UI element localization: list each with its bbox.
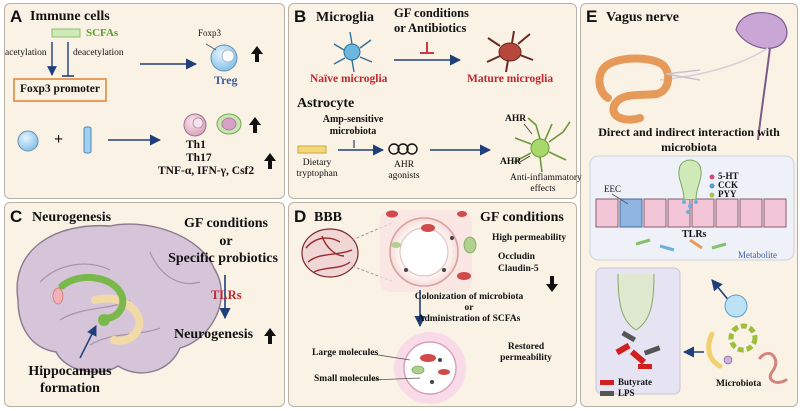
deacetylation-label: deacetylation	[73, 48, 124, 58]
colonization-line3: Administration of SCFAs	[417, 314, 521, 324]
acetylation-label: acetylation	[5, 48, 47, 58]
or-label: or	[219, 234, 233, 249]
gut-icon	[595, 54, 673, 124]
vagal-ending-box	[595, 267, 681, 396]
astrocyte-title: Astrocyte	[297, 96, 355, 111]
bbb-brain-icon	[301, 228, 359, 278]
legend-lps-swatch	[600, 391, 614, 396]
dietary-tryptophan-line2: tryptophan	[296, 169, 338, 179]
dietary-tryptophan-icon	[297, 145, 327, 154]
naive-t-cell-icon	[17, 130, 39, 152]
th1-label: Th1	[186, 139, 206, 151]
tlrs-e-label: TLRs	[682, 229, 707, 240]
ahr-agonists-line2: agonists	[388, 171, 420, 181]
anti-inflammatory-line2: effects	[530, 184, 556, 194]
large-molecules-label: Large molecules	[312, 348, 379, 358]
microglia-title: Microglia	[316, 10, 375, 25]
naive-microglia-icon	[333, 31, 373, 73]
naive-microglia-label: Naïve microglia	[310, 73, 388, 85]
scfa-rod-icon	[83, 126, 92, 154]
hippocampus-line2: formation	[40, 381, 100, 396]
amp-microbiota-line2: microbiota	[329, 126, 377, 137]
metabolite-label: Metabolite	[738, 250, 777, 260]
small-molecules-label: Small molecules	[314, 374, 380, 384]
legend-5ht-label: 5-HT	[718, 171, 739, 181]
neurogenesis-label: Neurogenesis	[174, 327, 254, 342]
tlrs-label: TLRs	[211, 288, 242, 302]
gf-conditions-label: GF conditions	[184, 216, 268, 231]
gf-conditions-d-label: GF conditions	[480, 210, 564, 225]
occludin-label: Occludin	[498, 252, 535, 262]
bbb-vessel-restored	[394, 332, 466, 404]
panel-b-letter: B	[294, 7, 307, 26]
gf-antibiotics-line1: GF conditions	[394, 6, 469, 20]
ahr-top-label: AHR	[505, 114, 527, 124]
interaction-line2: microbiota	[661, 140, 717, 154]
legend-dot-cck	[709, 183, 715, 189]
down-arrow-icon	[546, 276, 558, 292]
up-arrow-icon	[251, 46, 263, 62]
legend-cck-label: CCK	[718, 180, 738, 190]
eec-pointer	[611, 193, 629, 205]
lps-label: LPS	[618, 388, 635, 398]
amp-microbiota-line1: Amp-sensitive	[322, 114, 384, 125]
restored-line1: Restored	[507, 342, 545, 352]
legend-pyy-label: PYY	[718, 189, 737, 199]
up-arrow-icon	[249, 117, 261, 133]
intestinal-epithelium	[589, 155, 795, 261]
vagus-nerve-title: Vagus nerve	[606, 10, 679, 25]
treg-label: Treg	[214, 73, 238, 87]
legend-dot-pyy	[709, 192, 715, 198]
scfas-label: SCFAs	[86, 27, 119, 39]
microbiota-label: Microbiota	[716, 379, 762, 389]
brain-icon	[16, 223, 223, 374]
gf-antibiotics-line2: or Antibiotics	[394, 21, 467, 35]
ahr-agonists-line1: AHR	[393, 160, 415, 170]
legend-butyrate-swatch	[600, 380, 614, 385]
panel-d-letter: D	[294, 207, 307, 226]
panel-c-title: Neurogenesis	[32, 210, 112, 225]
up-arrow-icon	[264, 328, 276, 344]
bbb-vessel-leaky	[380, 210, 477, 292]
cytokines-label: TNF-α, IFN-γ, Csf2	[158, 165, 255, 177]
restored-line2: permeability	[500, 353, 552, 363]
panel-c-letter: C	[10, 207, 23, 226]
colonization-line1: Colonization of microbiota	[414, 292, 524, 302]
brain-vagus-icon	[659, 12, 788, 141]
legend-dot-5ht	[709, 174, 715, 180]
up-arrow-icon	[264, 153, 276, 169]
claudin-label: Claudin-5	[498, 264, 539, 274]
astrocyte-icon	[513, 117, 571, 173]
arrow-up-to-epithelium	[711, 279, 731, 303]
th17-label: Th17	[186, 152, 212, 164]
mature-microglia-icon	[486, 30, 534, 73]
interaction-line1: Direct and indirect interaction with	[598, 125, 780, 139]
eec-label: EEC	[604, 184, 621, 194]
foxp3-promoter-box	[13, 78, 107, 102]
mature-microglia-label: Mature microglia	[467, 73, 554, 85]
anti-inflammatory-line1: Anti-inflammatory	[510, 173, 582, 183]
scfa-bar-icon	[51, 28, 81, 38]
ahr-agonists-icon	[388, 143, 418, 155]
microbiota-icon	[706, 294, 788, 384]
specific-probiotics-label: Specific probiotics	[168, 251, 278, 266]
bbb-title: BBB	[314, 210, 343, 225]
plus-sign: +	[54, 131, 64, 148]
butyrate-label: Butyrate	[618, 377, 652, 387]
hippocampus-line1: Hippocampus	[28, 364, 112, 379]
ahr-bottom-label: AHR	[500, 157, 522, 167]
foxp3-promoter-label: Foxp3 promoter	[20, 83, 100, 95]
panel-a-letter: A	[10, 7, 23, 26]
colonization-line2: or	[464, 303, 474, 313]
foxp3-label: Foxp3	[198, 28, 222, 38]
dietary-tryptophan-line1: Dietary	[302, 158, 332, 168]
panel-e-letter: E	[586, 7, 598, 26]
hippocampus-pointer	[79, 325, 97, 359]
panel-a-title: Immune cells	[30, 9, 110, 24]
high-permeability-label: High permeability	[492, 233, 567, 243]
